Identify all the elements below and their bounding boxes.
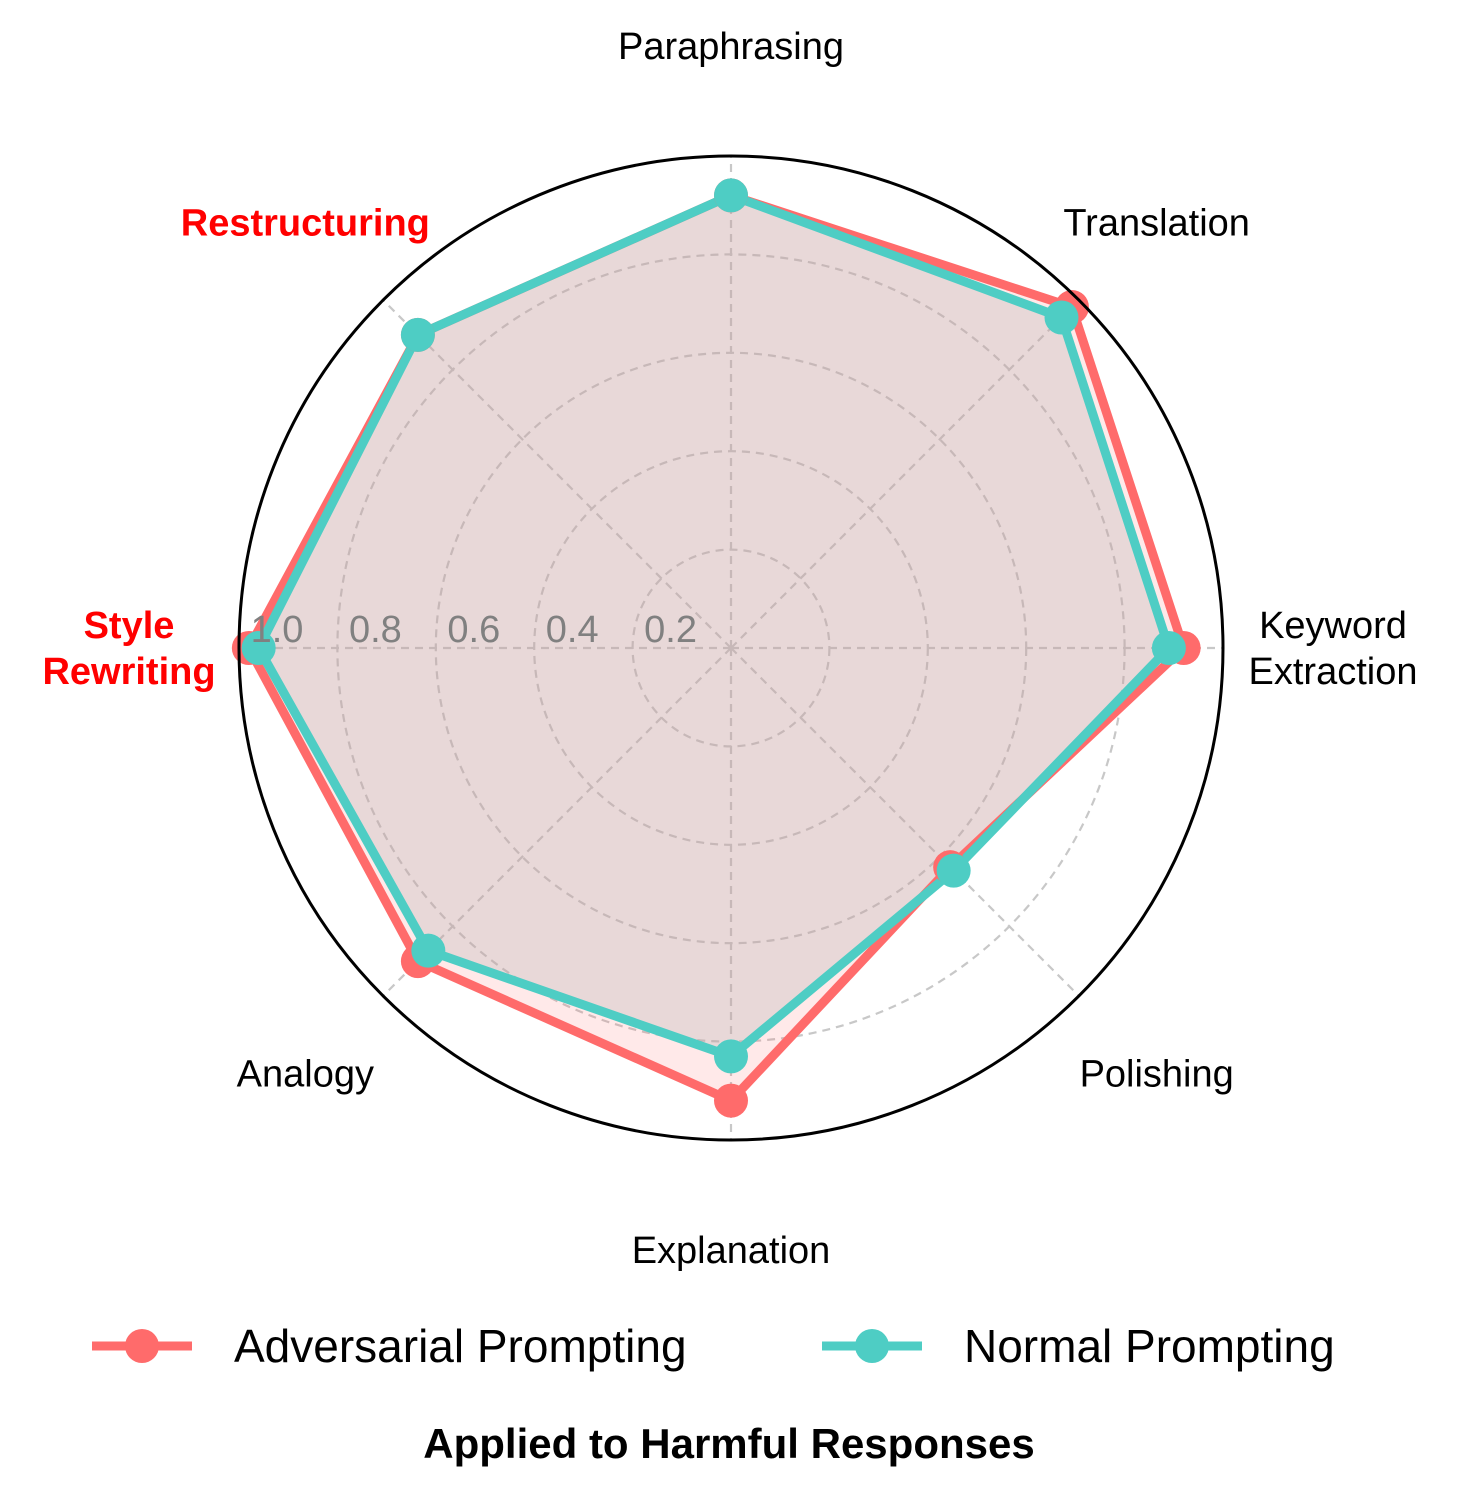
legend-marker-0 [125,1329,159,1363]
radial-tick-label-0: 0.2 [644,609,697,651]
radial-tick-label-4: 1.0 [251,609,304,651]
outer-frame [237,154,1225,1142]
spoke-7 [382,299,732,649]
radial-tick-label-1: 0.4 [546,609,599,651]
series-1-point-2 [1151,631,1186,665]
label-layer: 0.2 0.4 0.6 0.8 1.0 ParaphrasingTranslationKe… [42,26,1417,1272]
series-0-point-4 [714,1083,748,1118]
series-1-point-4 [714,1039,748,1074]
series-layer [231,154,1225,1142]
axis-label-3: Polishing [1080,1054,1234,1096]
axis-label-1: Translation [1063,202,1250,244]
series-1-point-3 [936,853,971,888]
axis-label-5: Analogy [237,1054,374,1096]
series-1-point-0 [714,178,748,213]
axis-label-7: Restructuring [181,202,430,244]
axis-label-0: Paraphrasing [618,26,844,68]
spoke-1 [730,299,1080,649]
series-1-point-1 [1044,300,1079,335]
radial-tick-label-3: 0.8 [349,609,402,651]
chart-caption: Applied to Harmful Responses [423,1420,1034,1467]
legend: Adversarial Prompting Normal Prompting [92,1320,1335,1372]
series-1-point-7 [400,317,435,352]
legend-item-0: Adversarial Prompting [92,1320,687,1372]
spoke-5 [382,647,732,997]
series-1-point-6 [241,631,276,665]
series-1-point-5 [411,933,446,968]
legend-label-0: Adversarial Prompting [234,1320,687,1372]
legend-item-1: Normal Prompting [822,1320,1335,1372]
radial-tick-label-2: 0.6 [447,609,500,651]
axis-label-4: Explanation [632,1230,831,1272]
spoke-3 [730,647,1080,997]
legend-label-1: Normal Prompting [964,1320,1335,1372]
legend-marker-1 [855,1329,889,1363]
series-fill-0 [248,195,1184,1101]
series-fill-1 [258,195,1169,1057]
